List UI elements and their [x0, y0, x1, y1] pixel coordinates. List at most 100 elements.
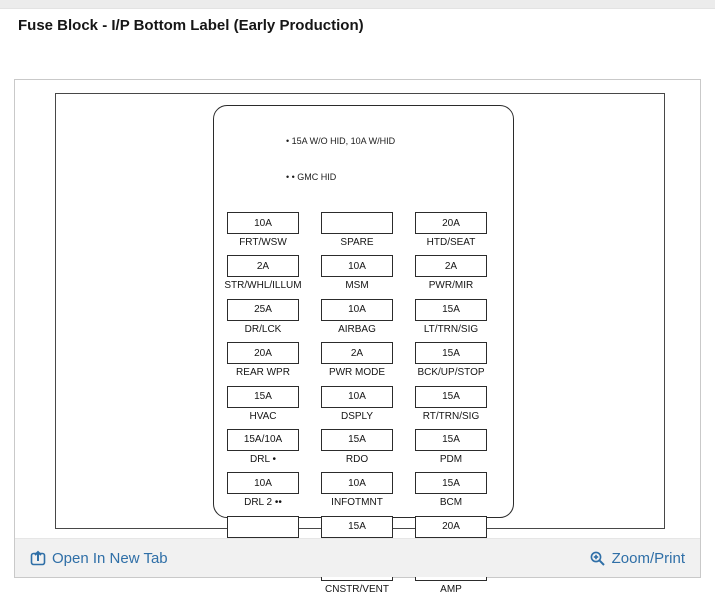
fuse-row: 25A DR/LCK 10A AIRBAG 15A LT/TRN/SIG — [214, 298, 513, 342]
fuse-amp-value: 10A — [254, 477, 272, 489]
fuse-amp-box: 10A — [321, 472, 393, 495]
fuse-amp-box: 25A — [227, 298, 299, 321]
fuse-amp-box: 15A/10A — [227, 428, 299, 451]
fuse-cell: 20A HTD/SEAT — [404, 212, 498, 255]
fuse-cell: 10A DRL 2 •• — [216, 472, 310, 515]
panel-footer: Open In New Tab Zoom/Print — [15, 538, 700, 577]
fuse-amp-box: 15A — [321, 428, 393, 451]
fuse-label: INFOTMNT — [331, 497, 383, 509]
fuse-label: PWR/MIR — [428, 280, 474, 292]
fuse-amp-box — [321, 212, 393, 234]
fuse-label: MSM — [345, 280, 369, 292]
fuse-cell: 2A STR/WHL/ILLUM — [216, 255, 310, 298]
fuse-amp-value: 2A — [256, 260, 270, 272]
fuse-amp-box: 15A — [415, 472, 487, 495]
fuse-amp-box: 20A — [415, 212, 487, 234]
fuse-label: RT/TRN/SIG — [422, 410, 480, 422]
fuse-amp-value: 15A — [442, 347, 460, 359]
fuse-amp-box: 2A — [415, 255, 487, 278]
fuse-diagram-panel: • 15A W/O HID, 10A W/HID • • GMC HID 10A… — [14, 79, 701, 595]
fuse-amp-value: 15A/10A — [243, 434, 283, 446]
fuse-cell: 15A BCK/UP/STOP — [404, 342, 498, 385]
fuse-amp-value: 10A — [348, 304, 366, 316]
fuse-amp-box: 10A — [321, 385, 393, 408]
fuse-label: BCM — [439, 497, 463, 509]
fuse-amp-value: 15A — [442, 477, 460, 489]
fuse-label: HVAC — [249, 410, 277, 422]
fuse-cell: 10A DSPLY — [310, 385, 404, 429]
fuse-amp-value: 2A — [444, 260, 458, 272]
legend-line-2: • • GMC HID — [286, 172, 337, 182]
fuse-label: FRT/WSW — [239, 237, 287, 248]
fuse-cell: 10A MSM — [310, 255, 404, 298]
fuse-label: PDM — [439, 453, 463, 465]
fuse-amp-value: 10A — [348, 260, 366, 272]
fuse-cell: 15A BCM — [404, 472, 498, 515]
fuse-cell: 15A/10A DRL • — [216, 428, 310, 472]
fuse-cell: 25A DR/LCK — [216, 298, 310, 342]
fuse-row: 2A STR/WHL/ILLUM 10A MSM 2A PWR/MIR — [214, 255, 513, 298]
fuse-cell: 10A FRT/WSW — [216, 212, 310, 255]
fuse-label: REAR WPR — [236, 367, 290, 379]
fuse-amp-value: 15A — [442, 434, 460, 446]
fuse-label: AIRBAG — [338, 323, 376, 335]
fuse-row: 15A/10A DRL • 15A RDO 15A PDM — [214, 428, 513, 472]
fuse-label: DR/LCK — [244, 323, 282, 335]
fuse-cell: 15A RT/TRN/SIG — [404, 385, 498, 429]
fuse-amp-box: 10A — [321, 255, 393, 278]
fuse-cell: 10A INFOTMNT — [310, 472, 404, 515]
fuse-amp-value: 15A — [254, 391, 272, 403]
fuse-amp-value: 15A — [442, 304, 460, 316]
fuse-amp-value: 20A — [442, 521, 460, 533]
fuse-label: BCK/UP/STOP — [417, 367, 485, 379]
fuse-diagram-image: • 15A W/O HID, 10A W/HID • • GMC HID 10A… — [55, 93, 665, 595]
fuse-amp-box: 2A — [321, 342, 393, 365]
fuse-amp-value: 2A — [350, 347, 364, 359]
fuse-amp-value: 10A — [254, 217, 272, 229]
fuse-amp-box: 15A — [415, 385, 487, 408]
legend: • 15A W/O HID, 10A W/HID • • GMC HID — [286, 111, 513, 207]
fuse-row: 15A HVAC 10A DSPLY 15A RT/TRN/SIG — [214, 385, 513, 429]
fuse-amp-value: 15A — [348, 434, 366, 446]
fuse-amp-value: 20A — [254, 347, 272, 359]
fuse-row: 10A DRL 2 •• 10A INFOTMNT 15A BCM — [214, 472, 513, 515]
zoom-plus-icon — [589, 550, 606, 567]
fuse-row: 10A FRT/WSW SPARE 20A HTD/SEAT — [214, 212, 513, 255]
fuse-amp-box: 15A — [227, 385, 299, 408]
fuse-cell: 2A PWR/MIR — [404, 255, 498, 298]
fuse-cell: 15A RDO — [310, 428, 404, 472]
fuse-label: DSPLY — [340, 410, 374, 422]
zoom-print-link[interactable]: Zoom/Print — [589, 550, 685, 567]
fuse-amp-value: 10A — [348, 477, 366, 489]
open-in-new-tab-icon — [30, 550, 46, 566]
legend-line-1: • 15A W/O HID, 10A W/HID — [286, 136, 396, 146]
fuse-amp-box: 15A — [415, 298, 487, 321]
fuse-label: LT/TRN/SIG — [423, 323, 479, 335]
fuse-cell: 20A REAR WPR — [216, 342, 310, 385]
fuse-row: 20A REAR WPR 2A PWR MODE 15A BCK/UP/STOP — [214, 342, 513, 385]
fuse-label: RDO — [345, 453, 369, 465]
fuse-label: DRL • — [250, 453, 276, 465]
fuse-label: DRL 2 •• — [244, 497, 282, 509]
fuse-amp-box: 15A — [321, 515, 393, 538]
fuse-cell: 10A AIRBAG — [310, 298, 404, 342]
fuse-amp-box: 10A — [321, 298, 393, 321]
fuse-cell: 15A HVAC — [216, 385, 310, 429]
open-in-new-tab-link[interactable]: Open In New Tab — [30, 550, 168, 567]
fuse-amp-value: 15A — [442, 391, 460, 403]
fuse-label: HTD/SEAT — [426, 237, 476, 248]
fuse-cell: 2A PWR MODE — [310, 342, 404, 385]
fuse-label: SPARE — [340, 237, 374, 248]
fuse-cell: SPARE — [310, 212, 404, 255]
fuse-amp-value: 15A — [348, 521, 366, 533]
fuse-amp-value: 25A — [254, 304, 272, 316]
top-strip — [0, 0, 715, 9]
fuse-amp-box: 20A — [415, 515, 487, 538]
page-title: Fuse Block - I/P Bottom Label (Early Pro… — [18, 17, 364, 34]
fuse-amp-box: 15A — [415, 342, 487, 365]
zoom-print-label: Zoom/Print — [611, 549, 685, 567]
fuse-amp-box: 10A — [227, 212, 299, 234]
fuse-label: PWR MODE — [328, 367, 386, 379]
fuse-label: STR/WHL/ILLUM — [224, 280, 302, 292]
fuse-amp-box — [227, 515, 299, 538]
